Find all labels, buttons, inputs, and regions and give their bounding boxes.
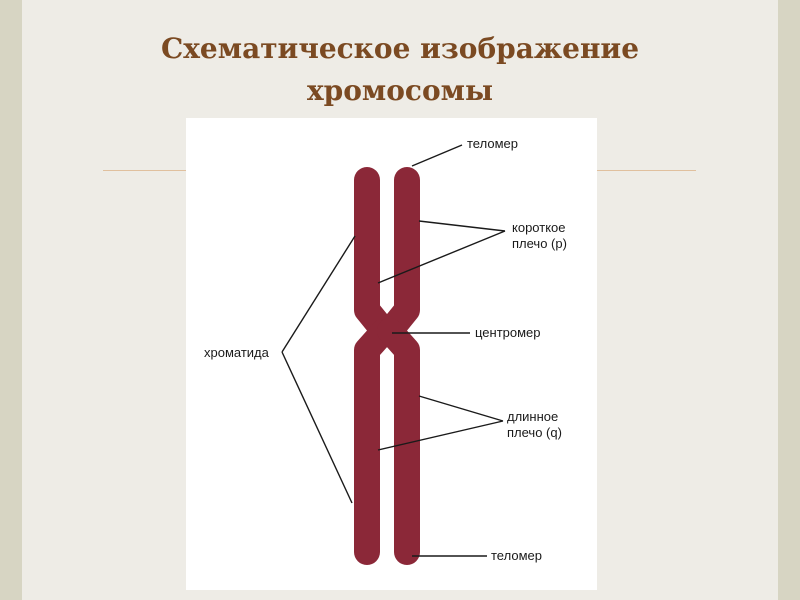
chromatid-left-upper [354, 167, 397, 344]
label-short-arm-line2: плечо (p) [512, 236, 567, 251]
chromosome [354, 167, 420, 565]
label-long-arm-line2: плечо (q) [507, 425, 562, 440]
label-short-arm-line1: короткое [512, 220, 566, 235]
chromatid-leader-lower [281, 351, 353, 504]
label-centromere: центромер [475, 325, 541, 340]
chromatid-left-lower [354, 318, 397, 565]
label-telomere-top: теломер [467, 136, 518, 151]
short-arm-leader-1 [418, 220, 506, 232]
label-long-arm-line1: длинное [507, 409, 558, 424]
chromatid-leader-upper [281, 235, 356, 353]
chromatid-right-lower [377, 318, 420, 565]
label-chromatid: хроматида [204, 345, 270, 360]
left-decorative-bar [0, 0, 22, 600]
title-divider-left [103, 170, 187, 171]
leader-lines [281, 144, 506, 557]
chromosome-figure-panel [186, 118, 597, 590]
label-telomere-bottom: теломер [491, 548, 542, 563]
long-arm-leader-2 [377, 420, 504, 451]
title-divider-right [597, 170, 696, 171]
slide-title-line-1: Схематическое изображение [160, 32, 640, 65]
slide-title: Схематическое изображение хромосомы [100, 28, 700, 112]
short-arm-leader-2 [377, 230, 506, 284]
telomere-top-leader [411, 144, 463, 167]
right-decorative-bar [778, 0, 800, 600]
slide-title-line-2: хромосомы [306, 74, 494, 107]
chromatid-right-upper [377, 167, 420, 344]
long-arm-leader-1 [418, 395, 504, 422]
